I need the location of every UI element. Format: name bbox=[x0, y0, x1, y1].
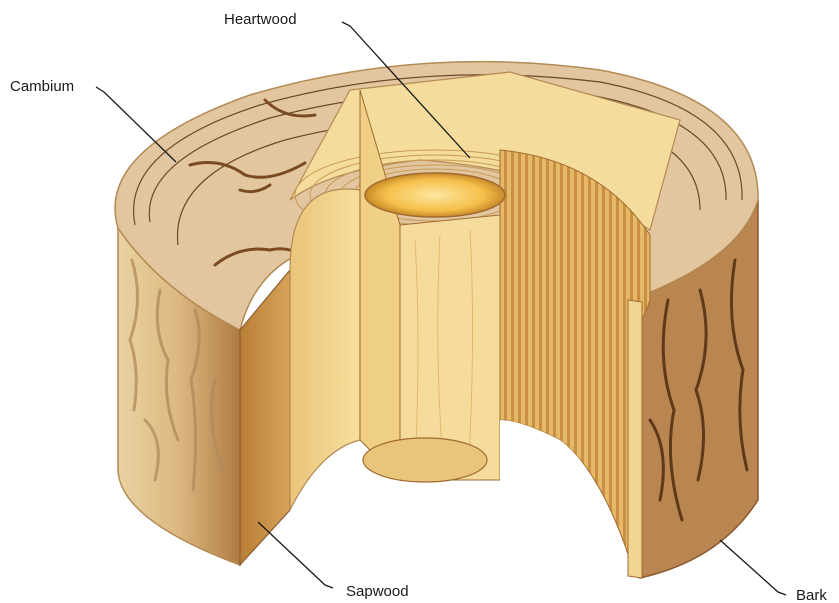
hollow-base bbox=[363, 438, 487, 482]
heartwood-core bbox=[365, 173, 505, 217]
heartwood-cylinder-wall bbox=[290, 189, 360, 510]
bark-leader bbox=[720, 540, 786, 595]
bark-cut-plank bbox=[628, 300, 642, 578]
label-cambium: Cambium bbox=[10, 78, 74, 95]
label-sapwood: Sapwood bbox=[346, 583, 409, 600]
sapwood-leader bbox=[258, 522, 333, 588]
label-heartwood: Heartwood bbox=[224, 11, 297, 28]
label-bark: Bark bbox=[796, 587, 827, 603]
cambium-leader bbox=[96, 87, 176, 162]
sapwood-left-face bbox=[240, 270, 290, 565]
